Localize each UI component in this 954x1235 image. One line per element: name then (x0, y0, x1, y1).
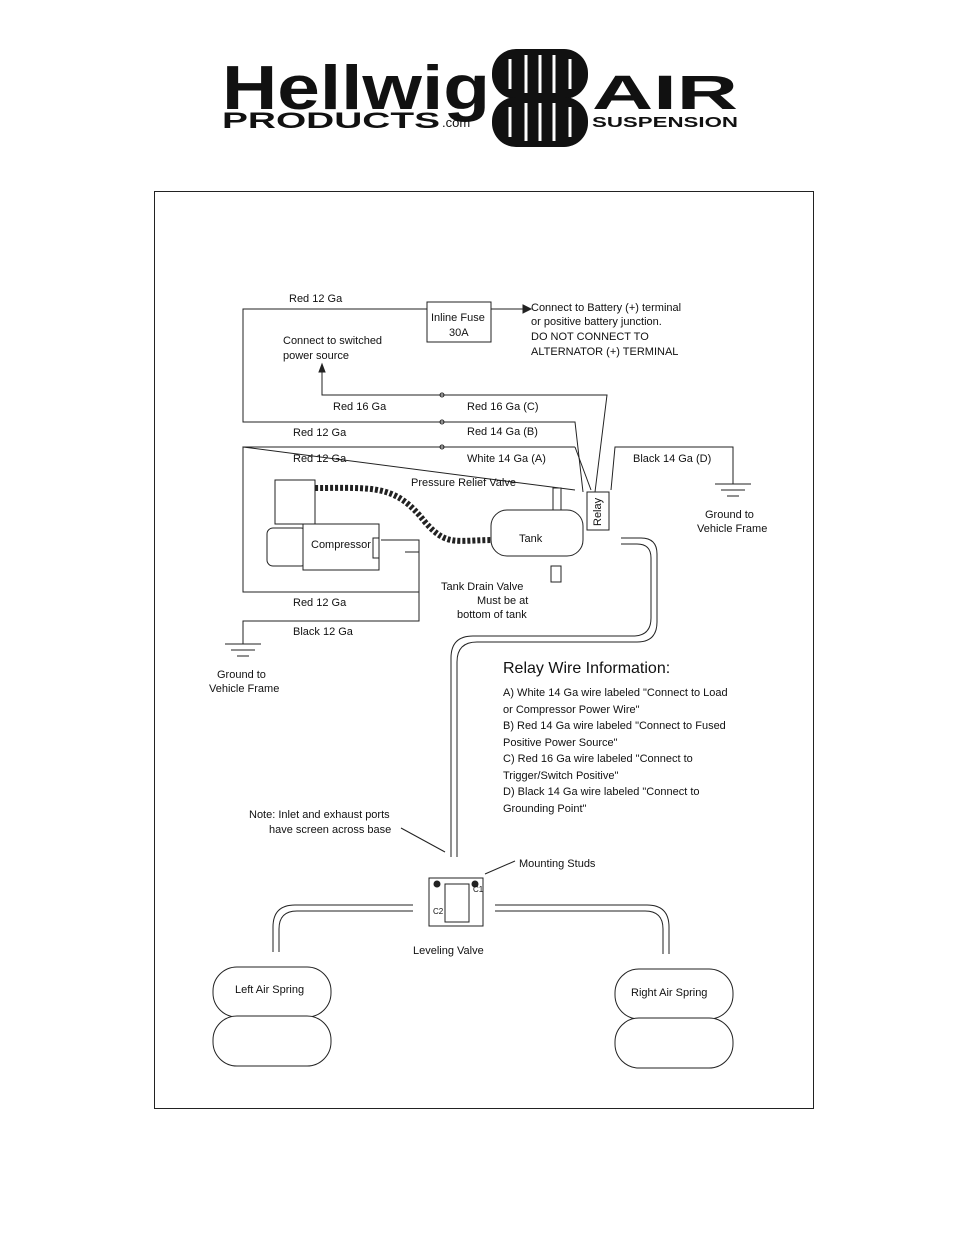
relay-info-title: Relay Wire Information: (503, 660, 670, 677)
port-c2: C2 (433, 907, 444, 916)
wire-black14-d: Black 14 Ga (D) (633, 453, 711, 465)
relay-info-line-1: A) White 14 Ga wire labeled "Connect to … (503, 687, 728, 699)
air-spring-emblem-icon (492, 49, 588, 147)
wire-red16-c: Red 16 Ga (C) (467, 401, 539, 413)
ground-right-2: Vehicle Frame (697, 523, 767, 535)
tank-label: Tank (519, 533, 543, 545)
ground-left-2: Vehicle Frame (209, 683, 279, 695)
battery-note-1: Connect to Battery (+) terminal (531, 302, 681, 314)
battery-note-2: or positive battery junction. (531, 316, 662, 328)
wire-red12-mid: Red 12 Ga (293, 427, 347, 439)
fuse-label-1: Inline Fuse (431, 312, 485, 324)
fuse-label-2: 30A (449, 327, 469, 339)
relay-icon (586, 491, 610, 531)
pressure-relief-valve-icon (552, 487, 562, 511)
air-hose (314, 484, 496, 544)
wire-white14-a: White 14 Ga (A) (467, 453, 546, 465)
ground-left-1: Ground to (217, 669, 266, 681)
logo-air: AIR (592, 67, 738, 120)
leveling-valve-icon (428, 877, 484, 927)
relay-info-line-2: or Compressor Power Wire" (503, 704, 640, 716)
wiring-diagram: Inline Fuse 30A Compressor Tank Relay C2… (209, 293, 767, 1069)
hellwig-logo: Hellwig PRODUCTS .com AIR SUSPENSION (222, 49, 738, 147)
port-note-2: have screen across base (269, 824, 391, 836)
relay-info-line-6: Trigger/Switch Positive" (503, 770, 618, 782)
relay-info-line-4: Positive Power Source" (503, 737, 618, 749)
logo-products: PRODUCTS (222, 108, 440, 133)
mounting-studs-label: Mounting Studs (519, 858, 596, 870)
left-air-spring-label: Left Air Spring (235, 984, 304, 996)
leveling-valve-label: Leveling Valve (413, 945, 484, 957)
right-air-spring-label: Right Air Spring (631, 987, 707, 999)
switched-note-2: power source (283, 350, 349, 362)
pressure-relief-label: Pressure Relief Valve (411, 477, 516, 489)
wire-red12-bottom: Red 12 Ga (293, 597, 347, 609)
battery-note-3: DO NOT CONNECT TO (531, 331, 649, 343)
right-air-spring-icon (614, 968, 734, 1069)
relay-info-line-8: Grounding Point" (503, 803, 586, 815)
drain-note-1: Tank Drain Valve (441, 581, 523, 593)
wire-red12-top: Red 12 Ga (289, 293, 343, 305)
compressor-label: Compressor (311, 539, 371, 551)
compressor-icon (266, 479, 380, 571)
relay-info-line-7: D) Black 14 Ga wire labeled "Connect to (503, 786, 700, 798)
wire-red12-box: Red 12 Ga (293, 453, 347, 465)
air-tank-icon (490, 509, 584, 557)
drain-note-3: bottom of tank (457, 609, 527, 621)
inline-fuse (426, 301, 492, 343)
left-air-spring-icon (212, 966, 332, 1067)
switched-note-1: Connect to switched (283, 335, 382, 347)
logo-domain: .com (442, 115, 470, 130)
logo-suspension: SUSPENSION (592, 114, 738, 131)
wire-red16: Red 16 Ga (333, 401, 387, 413)
logo-brand: Hellwig (222, 54, 490, 123)
ground-right-1: Ground to (705, 509, 754, 521)
relay-info-line-3: B) Red 14 Ga wire labeled "Connect to Fu… (503, 720, 726, 732)
wire-red14-b: Red 14 Ga (B) (467, 426, 538, 438)
battery-note-4: ALTERNATOR (+) TERMINAL (531, 346, 678, 358)
wire-black12-bottom: Black 12 Ga (293, 626, 354, 638)
port-c1: C1 (473, 885, 484, 894)
relay-info-line-5: C) Red 16 Ga wire labeled "Connect to (503, 753, 693, 765)
drain-note-2: Must be at (477, 595, 528, 607)
port-note-1: Note: Inlet and exhaust ports (249, 809, 390, 821)
wiring-diagram-frame: Inline Fuse 30A Compressor Tank Relay C2… (154, 191, 814, 1109)
tank-drain-valve-icon (550, 565, 562, 583)
relay-label: Relay (592, 497, 604, 526)
